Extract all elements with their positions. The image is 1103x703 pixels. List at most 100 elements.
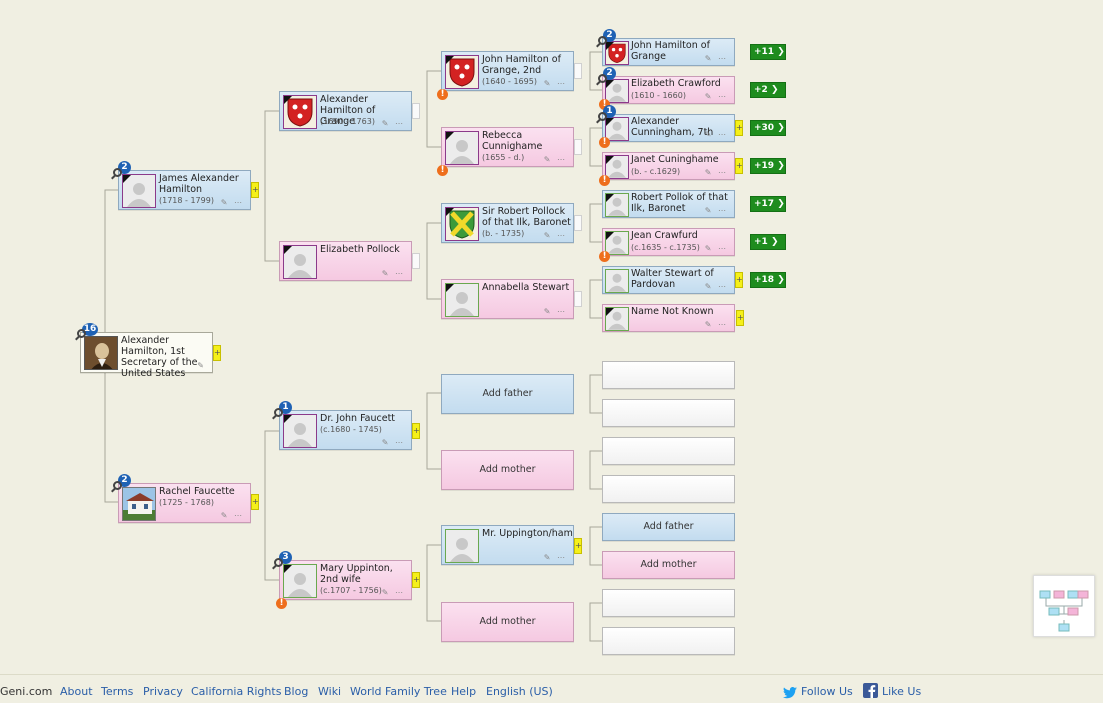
footer-link-blog[interactable]: Blog	[284, 685, 309, 698]
expand-button[interactable]: +	[251, 494, 259, 510]
empty-ancestor-slot[interactable]	[602, 437, 735, 465]
expand-root-button[interactable]: +	[213, 345, 221, 361]
facebook-icon[interactable]	[863, 683, 878, 698]
empty-ancestor-slot[interactable]	[602, 361, 735, 389]
edit-relations-icons[interactable]: ✎ ⋯	[381, 588, 405, 597]
add-father-button[interactable]: Add father	[441, 374, 574, 414]
person-card-root[interactable]: Alexander Hamilton, 1st Secretary of the…	[80, 332, 213, 379]
person-card-mary-uppinton[interactable]: Mary Uppinton, 2nd wife (c.1707 - 1756) …	[279, 560, 412, 600]
person-card-walter-stewart[interactable]: Walter Stewart of Pardovan ✎ ⋯	[602, 266, 735, 294]
expand-button[interactable]	[412, 253, 420, 269]
more-ancestors-button[interactable]: +2 ❯	[750, 82, 786, 98]
warning-icon[interactable]: !	[437, 89, 448, 100]
edit-relations-icons[interactable]: ✎ ⋯	[381, 269, 405, 278]
add-mother-button[interactable]: Add mother	[602, 551, 735, 579]
footer-link-california-rights[interactable]: California Rights	[191, 685, 282, 698]
edit-relations-icons[interactable]: ✎ ⋯	[220, 511, 244, 520]
footer-link-help[interactable]: Help	[451, 685, 477, 698]
more-ancestors-button[interactable]: +18 ❯	[750, 272, 786, 288]
like-us-link[interactable]: Like Us	[882, 685, 922, 698]
search-icon[interactable]	[598, 36, 607, 45]
edit-relations-icons[interactable]: ✎ ⋯	[704, 282, 728, 291]
person-card-dr-john-faucett[interactable]: Dr. John Faucett (c.1680 - 1745) ✎ ⋯	[279, 410, 412, 450]
footer-link-privacy[interactable]: Privacy	[143, 685, 183, 698]
expand-button[interactable]: +	[735, 120, 743, 136]
edit-icon[interactable]: ✎	[197, 361, 206, 370]
search-icon[interactable]	[113, 168, 122, 177]
empty-ancestor-slot[interactable]	[602, 475, 735, 503]
footer-link-wiki[interactable]: Wiki	[318, 685, 342, 698]
search-icon[interactable]	[113, 481, 122, 490]
person-card-janet-cuninghame[interactable]: Janet Cuninghame (b. - c.1629) ✎ ⋯	[602, 152, 735, 180]
expand-button[interactable]	[574, 63, 582, 79]
add-mother-button[interactable]: Add mother	[441, 450, 574, 490]
edit-relations-icons[interactable]: ✎ ⋯	[543, 307, 567, 316]
expand-button[interactable]: +	[736, 310, 744, 326]
expand-button[interactable]: +	[735, 158, 743, 174]
footer-link-about[interactable]: About	[60, 685, 93, 698]
more-ancestors-button[interactable]: +19 ❯	[750, 158, 786, 174]
more-ancestors-button[interactable]: +30 ❯	[750, 120, 786, 136]
person-card-elizabeth-pollock[interactable]: Elizabeth Pollock ✎ ⋯	[279, 241, 412, 281]
edit-relations-icons[interactable]: ✎ ⋯	[704, 54, 728, 63]
expand-button[interactable]	[574, 291, 582, 307]
person-card-robert-pollok[interactable]: Robert Pollok of that Ilk, Baronet ✎ ⋯	[602, 190, 735, 218]
edit-relations-icons[interactable]: ✎ ⋯	[704, 168, 728, 177]
expand-button[interactable]: +	[412, 423, 420, 439]
person-card-james-alexander-hamilton[interactable]: James Alexander Hamilton (1718 - 1799) ✎…	[118, 170, 251, 210]
footer-link-world-family-tree[interactable]: World Family Tree	[350, 685, 447, 698]
person-card-john-hamilton-of-grange-2nd[interactable]: John Hamilton of Grange, 2nd (1640 - 169…	[441, 51, 574, 91]
follow-us-link[interactable]: Follow Us	[801, 685, 853, 698]
edit-relations-icons[interactable]: ✎ ⋯	[704, 320, 728, 329]
twitter-icon[interactable]	[783, 684, 797, 699]
person-card-mr-uppington[interactable]: Mr. Uppington/ham ✎ ⋯	[441, 525, 574, 565]
edit-relations-icons[interactable]: ✎ ⋯	[704, 244, 728, 253]
warning-icon[interactable]: !	[599, 137, 610, 148]
warning-icon[interactable]: !	[437, 165, 448, 176]
expand-button[interactable]: +	[251, 182, 259, 198]
edit-relations-icons[interactable]: ✎ ⋯	[543, 553, 567, 562]
warning-icon[interactable]: !	[599, 251, 610, 262]
add-father-button[interactable]: Add father	[602, 513, 735, 541]
person-card-rebecca-cunnighame[interactable]: Rebecca Cunnighame (1655 - d.) ✎ ⋯	[441, 127, 574, 167]
search-icon[interactable]	[598, 74, 607, 83]
tree-overview-minimap[interactable]	[1033, 575, 1095, 637]
edit-relations-icons[interactable]: ✎ ⋯	[543, 155, 567, 164]
edit-relations-icons[interactable]: ✎ ⋯	[543, 231, 567, 240]
person-card-sir-robert-pollock[interactable]: Sir Robert Pollock of that Ilk, Baronet …	[441, 203, 574, 243]
edit-relations-icons[interactable]: ✎ ⋯	[381, 119, 405, 128]
warning-icon[interactable]: !	[276, 598, 287, 609]
add-mother-button[interactable]: Add mother	[441, 602, 574, 642]
footer-link-terms[interactable]: Terms	[101, 685, 134, 698]
edit-relations-icons[interactable]: ✎ ⋯	[704, 206, 728, 215]
more-ancestors-button[interactable]: +17 ❯	[750, 196, 786, 212]
edit-relations-icons[interactable]: ✎ ⋯	[704, 92, 728, 101]
expand-button[interactable]: +	[574, 538, 582, 554]
footer-link-language[interactable]: English (US)	[486, 685, 553, 698]
edit-relations-icons[interactable]: ✎ ⋯	[220, 198, 244, 207]
person-card-rachel-faucette[interactable]: Rachel Faucette (1725 - 1768) ✎ ⋯	[118, 483, 251, 523]
person-card-alexander-cunningham-7th[interactable]: Alexander Cunningham, 7th ✎ ⋯	[602, 114, 735, 142]
expand-button[interactable]: +	[735, 272, 743, 288]
person-card-name-not-known[interactable]: Name Not Known ✎ ⋯	[602, 304, 735, 332]
more-ancestors-button[interactable]: +1 ❯	[750, 234, 786, 250]
person-card-alexander-hamilton-of-grange[interactable]: Alexander Hamilton of Grange (1690 - 176…	[279, 91, 412, 131]
person-card-annabella-stewart[interactable]: Annabella Stewart ✎ ⋯	[441, 279, 574, 319]
empty-ancestor-slot[interactable]	[602, 399, 735, 427]
warning-icon[interactable]: !	[599, 175, 610, 186]
search-icon[interactable]	[598, 112, 607, 121]
empty-ancestor-slot[interactable]	[602, 589, 735, 617]
expand-button[interactable]: +	[412, 572, 420, 588]
edit-relations-icons[interactable]: ✎ ⋯	[381, 438, 405, 447]
empty-ancestor-slot[interactable]	[602, 627, 735, 655]
warning-icon[interactable]: !	[599, 99, 610, 110]
expand-button[interactable]	[574, 139, 582, 155]
edit-relations-icons[interactable]: ✎ ⋯	[543, 79, 567, 88]
search-icon[interactable]	[274, 408, 283, 417]
footer-brand[interactable]: Geni.com	[0, 685, 53, 698]
person-card-elizabeth-crawford[interactable]: Elizabeth Crawford (1610 - 1660) ✎ ⋯	[602, 76, 735, 104]
search-icon[interactable]	[77, 329, 86, 338]
expand-button[interactable]	[574, 215, 582, 231]
person-card-john-hamilton-of-grange[interactable]: John Hamilton of Grange ✎ ⋯	[602, 38, 735, 66]
person-card-jean-crawfurd[interactable]: Jean Crawfurd (c.1635 - c.1735) ✎ ⋯	[602, 228, 735, 256]
